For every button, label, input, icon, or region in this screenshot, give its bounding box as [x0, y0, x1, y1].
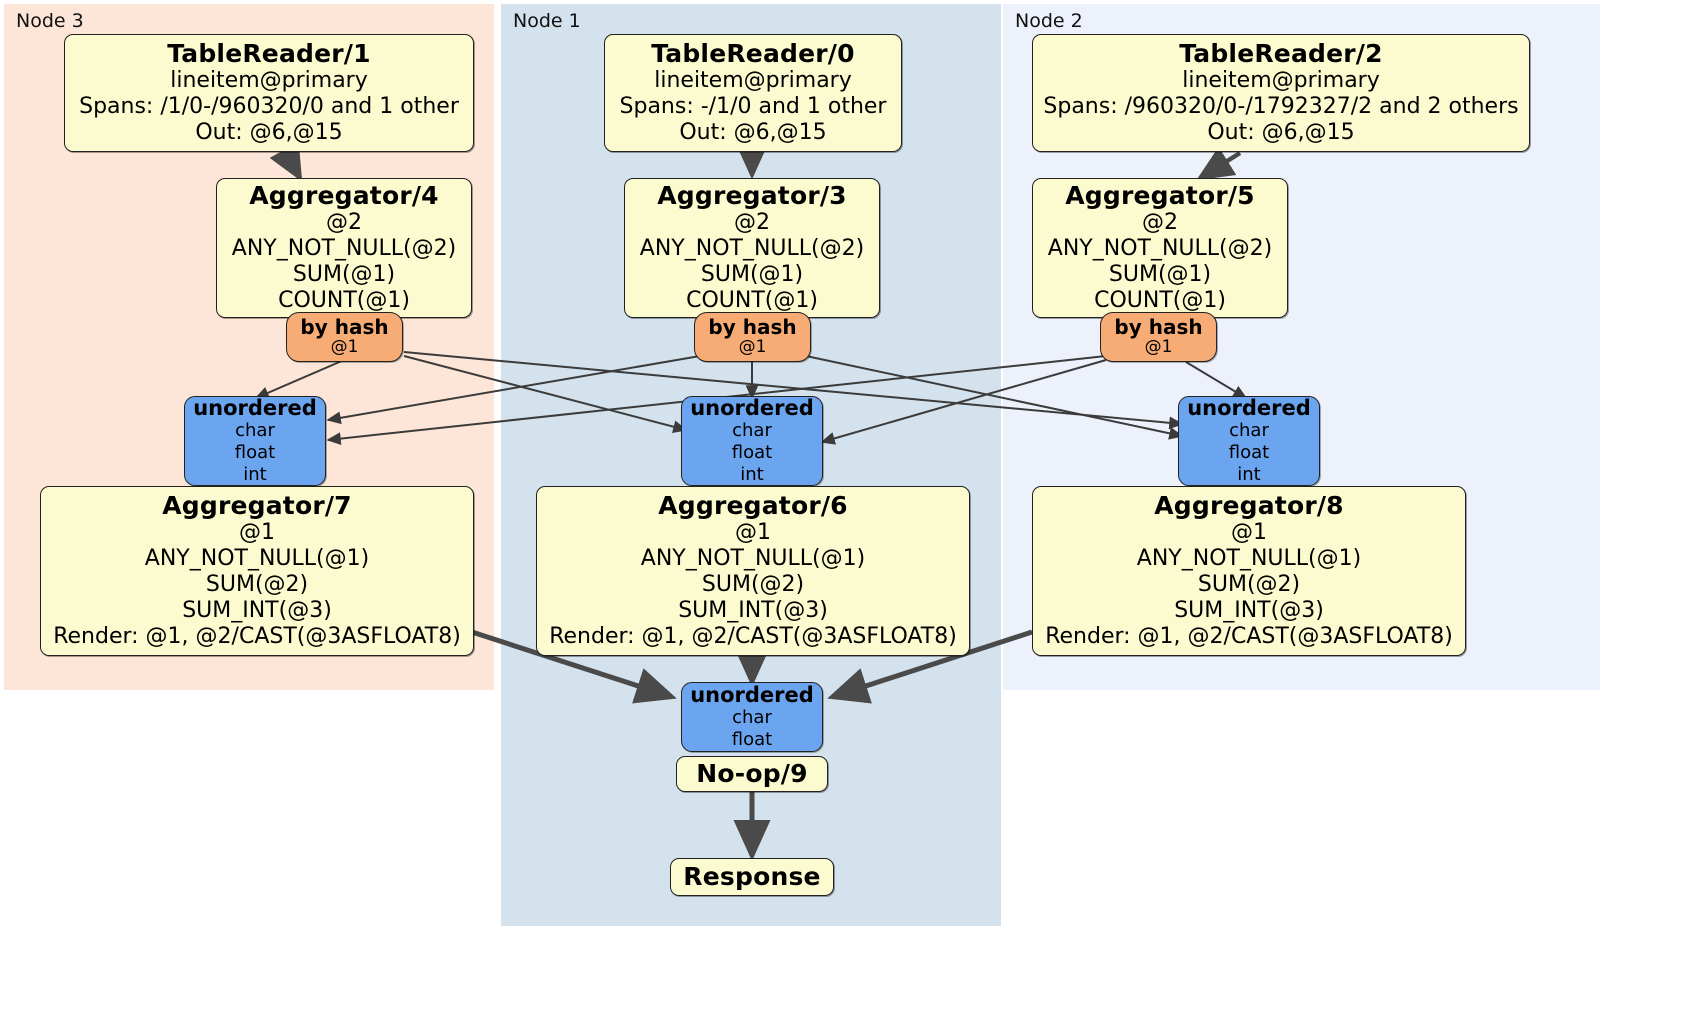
processor-line: Spans: /1/0-/960320/0 and 1 other [79, 94, 459, 120]
processor-line: @2 [734, 210, 770, 236]
processor-line: @2 [1142, 210, 1178, 236]
processor-title: No-op/9 [696, 759, 808, 788]
panel-label-node-1: Node 1 [513, 10, 581, 32]
processor-line: SUM_INT(@3) [1174, 597, 1324, 623]
processor-line: SUM(@1) [292, 262, 396, 287]
synchronizer-title: unordered [690, 395, 814, 420]
processor-aggregator-8[interactable]: Aggregator/8 @1 ANY_NOT_NULL(@1) SUM(@2)… [1032, 486, 1466, 656]
router-by-hash-node-1[interactable]: by hash @1 [694, 312, 811, 362]
processor-aggregator-5[interactable]: Aggregator/5 @2 ANY_NOT_NULL(@2) SUM(@1)… [1032, 178, 1288, 318]
router-line: @1 [330, 337, 359, 358]
processor-line: Render: @1, @2/CAST(@3ASFLOAT8) [1045, 623, 1453, 649]
processor-line: COUNT(@1) [1094, 287, 1226, 313]
processor-title: TableReader/2 [1179, 39, 1383, 69]
processor-tablereader-2[interactable]: TableReader/2 lineitem@primary Spans: /9… [1032, 34, 1530, 152]
router-line: @1 [738, 337, 767, 358]
synchronizer-line: char [732, 420, 772, 442]
router-title: by hash [300, 315, 389, 340]
processor-title: Response [683, 862, 821, 891]
processor-line: Spans: /960320/0-/1792327/2 and 2 others [1043, 94, 1519, 120]
processor-title: Aggregator/5 [1065, 181, 1255, 211]
processor-noop-9[interactable]: No-op/9 [676, 756, 828, 792]
processor-line: Out: @6,@15 [1207, 119, 1355, 145]
processor-line: Render: @1, @2/CAST(@3ASFLOAT8) [549, 623, 957, 649]
processor-line: lineitem@primary [654, 68, 852, 94]
processor-title: TableReader/0 [651, 39, 855, 69]
synchronizer-line: float [1228, 441, 1270, 463]
synchronizer-unordered-final[interactable]: unordered char float [681, 682, 823, 752]
router-title: by hash [708, 315, 797, 340]
processor-line: @1 [239, 520, 275, 546]
router-line: @1 [1144, 337, 1173, 358]
synchronizer-line: float [731, 441, 773, 463]
processor-aggregator-3[interactable]: Aggregator/3 @2 ANY_NOT_NULL(@2) SUM(@1)… [624, 178, 880, 318]
processor-line: ANY_NOT_NULL(@2) [1047, 236, 1273, 262]
router-title: by hash [1114, 315, 1203, 340]
processor-line: Render: @1, @2/CAST(@3ASFLOAT8) [53, 623, 461, 649]
synchronizer-line: int [243, 463, 267, 485]
processor-tablereader-0[interactable]: TableReader/0 lineitem@primary Spans: -/… [604, 34, 902, 152]
processor-response[interactable]: Response [670, 858, 834, 896]
synchronizer-title: unordered [690, 682, 814, 707]
processor-aggregator-4[interactable]: Aggregator/4 @2 ANY_NOT_NULL(@2) SUM(@1)… [216, 178, 472, 318]
processor-title: Aggregator/8 [1154, 491, 1344, 521]
processor-line: SUM(@2) [205, 572, 309, 598]
synchronizer-line: int [1237, 463, 1261, 485]
processor-title: Aggregator/3 [657, 181, 847, 211]
synchronizer-line: char [732, 707, 772, 729]
processor-line: @1 [1231, 520, 1267, 546]
processor-line: ANY_NOT_NULL(@1) [144, 546, 370, 572]
processor-title: Aggregator/7 [162, 491, 352, 521]
processor-line: @1 [735, 520, 771, 546]
synchronizer-line: float [234, 441, 276, 463]
processor-title: Aggregator/4 [249, 181, 439, 211]
processor-line: ANY_NOT_NULL(@2) [639, 236, 865, 262]
processor-line: SUM(@2) [1197, 572, 1301, 598]
processor-line: ANY_NOT_NULL(@2) [231, 236, 457, 262]
processor-line: Spans: -/1/0 and 1 other [619, 94, 887, 120]
processor-line: Out: @6,@15 [195, 119, 343, 145]
synchronizer-line: char [235, 420, 275, 442]
processor-line: COUNT(@1) [278, 287, 410, 313]
processor-line: lineitem@primary [170, 68, 368, 94]
processor-line: ANY_NOT_NULL(@1) [1136, 546, 1362, 572]
synchronizer-title: unordered [193, 395, 317, 420]
processor-tablereader-1[interactable]: TableReader/1 lineitem@primary Spans: /1… [64, 34, 474, 152]
panel-label-node-3: Node 3 [16, 10, 84, 32]
processor-line: @2 [326, 210, 362, 236]
processor-line: Out: @6,@15 [679, 119, 827, 145]
processor-title: Aggregator/6 [658, 491, 848, 521]
panel-label-node-2: Node 2 [1015, 10, 1083, 32]
processor-line: ANY_NOT_NULL(@1) [640, 546, 866, 572]
processor-aggregator-6[interactable]: Aggregator/6 @1 ANY_NOT_NULL(@1) SUM(@2)… [536, 486, 970, 656]
processor-title: TableReader/1 [167, 39, 371, 69]
processor-line: SUM(@2) [701, 572, 805, 598]
synchronizer-line: char [1229, 420, 1269, 442]
synchronizer-unordered-node-2[interactable]: unordered char float int [1178, 396, 1320, 486]
processor-line: lineitem@primary [1182, 68, 1380, 94]
processor-line: SUM_INT(@3) [678, 597, 828, 623]
synchronizer-unordered-node-1[interactable]: unordered char float int [681, 396, 823, 486]
synchronizer-unordered-node-3[interactable]: unordered char float int [184, 396, 326, 486]
synchronizer-title: unordered [1187, 395, 1311, 420]
router-by-hash-node-3[interactable]: by hash @1 [286, 312, 403, 362]
processor-line: SUM_INT(@3) [182, 597, 332, 623]
processor-line: SUM(@1) [700, 262, 804, 287]
router-by-hash-node-2[interactable]: by hash @1 [1100, 312, 1217, 362]
processor-aggregator-7[interactable]: Aggregator/7 @1 ANY_NOT_NULL(@1) SUM(@2)… [40, 486, 474, 656]
processor-line: COUNT(@1) [686, 287, 818, 313]
synchronizer-line: int [740, 463, 764, 485]
processor-line: SUM(@1) [1108, 262, 1212, 287]
synchronizer-line: float [731, 728, 773, 750]
